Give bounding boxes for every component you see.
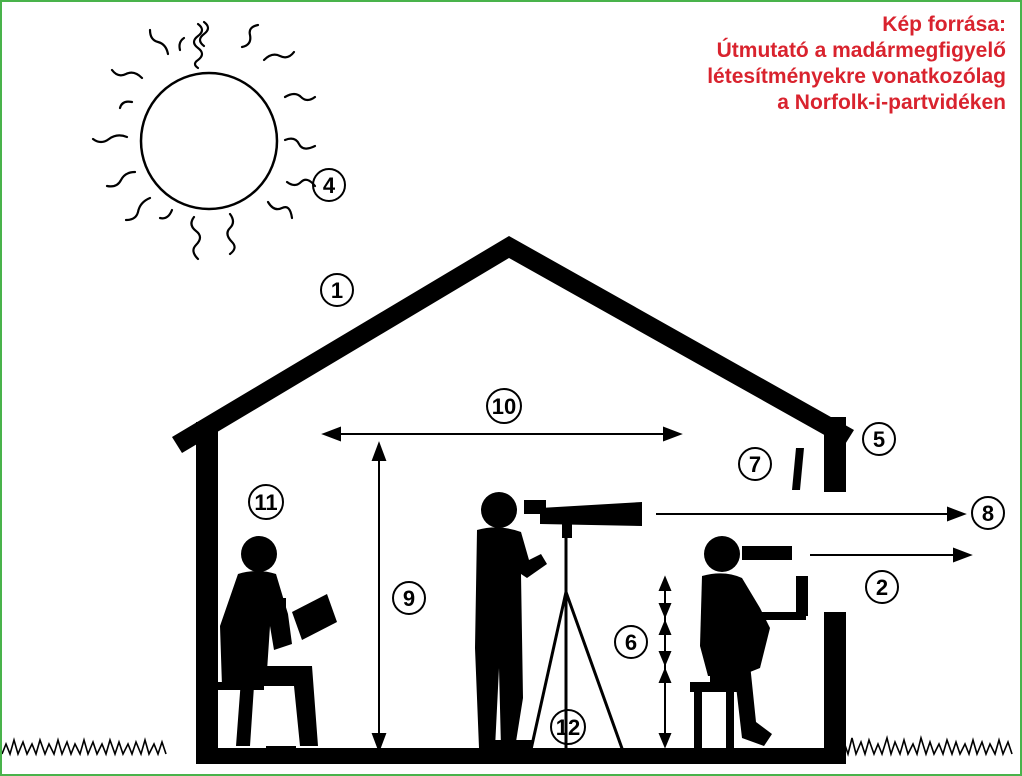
right-wall [824,417,846,492]
callout-8 [971,496,1005,530]
callout-11 [248,484,284,520]
callout-5-number: 5 [873,427,885,452]
callout-7 [738,447,772,481]
callout-4 [312,168,346,202]
person-with-telescope [475,492,547,750]
grass [2,735,1013,757]
callout-5 [862,422,896,456]
callout-7-number: 7 [749,452,761,477]
source-line-4: a Norfolk-i-partvidéken [777,91,1006,114]
telescope [524,500,642,538]
hide-building [172,236,854,764]
callout-6 [614,625,648,659]
source-line-2: Útmutató a madármegfigyelő [716,39,1006,62]
sun-disk [139,71,279,211]
window-height-arrows-6 [658,575,672,749]
callout-12-number: 12 [556,715,580,740]
floor [196,748,846,764]
image-source-caption: Kép forrása: Útmutató a madármegfigyelő … [546,12,1006,116]
callout-6-number: 6 [625,630,637,655]
callout-11-number: 11 [254,490,277,515]
tripod [528,538,626,755]
dimension-lines [321,426,973,753]
callout-4-number: 4 [323,173,336,198]
callout-1-number: 1 [331,278,343,303]
source-line-1: Kép forrása: [882,13,1006,36]
callout-9 [392,581,426,615]
callout-10-number: 10 [492,394,516,419]
callout-1 [320,273,354,307]
callout-numbers: 1 2 4 5 6 7 8 9 10 11 12 [254,173,994,740]
person-reading [220,536,337,754]
callout-2-number: 2 [876,575,888,600]
right-wall-lower [824,612,846,762]
source-line-3: létesítményekre vonatkozólag [707,65,1006,88]
callout-8-number: 8 [982,501,994,526]
person-with-binoculars [690,536,808,750]
left-wall [196,422,218,760]
callouts [248,168,1005,745]
callout-2 [865,570,899,604]
viewing-flap [792,448,804,490]
callout-12 [550,709,586,745]
callout-10 [486,388,522,424]
sun-rays [91,20,317,261]
sun [91,20,317,261]
callout-9-number: 9 [403,586,415,611]
